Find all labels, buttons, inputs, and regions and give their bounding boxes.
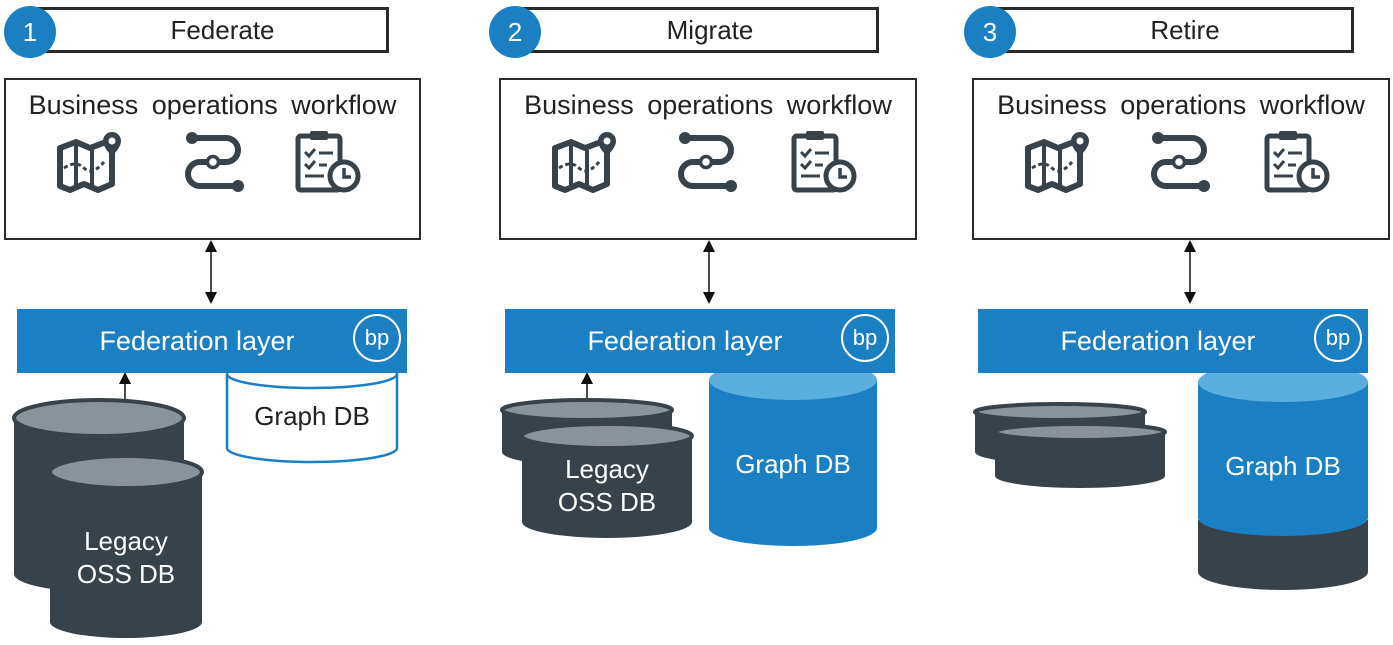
- workflow-box: Business operations workflow: [4, 78, 421, 240]
- graph-db-label: Graph DB: [254, 401, 370, 431]
- legacy-db-label: Legacy OSS DB: [522, 453, 692, 519]
- federation-layer-bar: Federation layer bp: [17, 309, 407, 373]
- bp-logo-icon: bp: [353, 314, 401, 362]
- federation-layer-bar: Federation layer bp: [978, 309, 1368, 373]
- schedule-checklist-icon: [292, 128, 362, 194]
- step-number-badge: 2: [489, 6, 541, 58]
- map-route-icon: [549, 128, 619, 194]
- map-route-icon: [1022, 128, 1092, 194]
- legacy-db-label-line2: OSS DB: [557, 487, 657, 517]
- legacy-db-label-line1: Legacy: [84, 526, 168, 556]
- legacy-db-label-line1: Legacy: [565, 454, 649, 484]
- bp-logo-icon: bp: [1314, 314, 1362, 362]
- step-title: Retire: [996, 7, 1354, 53]
- route-flow-icon: [671, 128, 741, 194]
- bp-logo-icon: bp: [841, 314, 889, 362]
- step-number-badge: 3: [964, 6, 1016, 58]
- step-title: Federate: [36, 7, 389, 53]
- workflow-box: Business operations workflow: [972, 78, 1390, 240]
- schedule-checklist-icon: [1261, 128, 1331, 194]
- route-flow-icon: [178, 128, 248, 194]
- legacy-db-label-line2: OSS DB: [76, 559, 176, 589]
- federation-layer-label: Federation layer: [587, 325, 783, 356]
- route-flow-icon: [1144, 128, 1214, 194]
- step-title: Migrate: [521, 7, 879, 53]
- federation-layer-bar: Federation layer bp: [505, 309, 895, 373]
- schedule-checklist-icon: [788, 128, 858, 194]
- workflow-title: Business operations workflow: [997, 90, 1365, 120]
- workflow-title: Business operations workflow: [28, 90, 397, 120]
- step-number-badge: 1: [4, 6, 56, 58]
- workflow-title: Business operations workflow: [524, 90, 892, 120]
- federation-layer-label: Federation layer: [1060, 325, 1256, 356]
- graph-db-label: Graph DB: [1225, 451, 1341, 481]
- legacy-db-label: Legacy OSS DB: [50, 525, 202, 591]
- federation-layer-label: Federation layer: [99, 325, 295, 356]
- workflow-box: Business operations workflow: [499, 78, 917, 240]
- graph-db-label: Graph DB: [735, 449, 851, 479]
- legacy-db-disk-front-3: [993, 422, 1167, 488]
- legacy-db-cylinder-front-2: [520, 422, 694, 538]
- legacy-db-cylinder-front-1: [48, 454, 204, 638]
- map-route-icon: [54, 128, 124, 194]
